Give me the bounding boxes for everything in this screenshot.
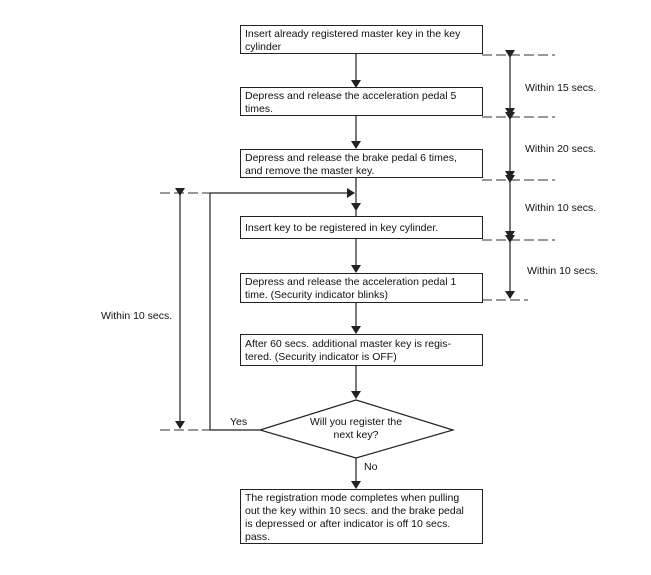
decision-diamond bbox=[257, 399, 456, 459]
interval-label-10s-a: Within 10 secs. bbox=[525, 202, 597, 214]
decision-question: Will you register the next key? bbox=[290, 416, 422, 442]
decision-text: next key? bbox=[333, 429, 379, 441]
step-text: Depress and release the brake pedal 6 ti… bbox=[245, 152, 457, 164]
yes-label: Yes bbox=[230, 416, 248, 428]
interval-label-15s: Within 15 secs. bbox=[525, 82, 597, 94]
final-text: is depressed or after indicator is off 1… bbox=[245, 518, 451, 530]
final-text: pass. bbox=[245, 531, 271, 543]
step-text: Insert key to be registered in key cylin… bbox=[245, 222, 439, 234]
no-label: No bbox=[364, 461, 378, 473]
step-text: Depress and release the acceleration ped… bbox=[245, 276, 457, 288]
step-text: Insert already registered master key in … bbox=[245, 28, 461, 40]
step-text: and remove the master key. bbox=[245, 165, 375, 177]
step-text: time. (Security indicator blinks) bbox=[245, 289, 388, 301]
step-text: times. bbox=[245, 103, 274, 115]
step-brake-6: Depress and release the brake pedal 6 ti… bbox=[240, 149, 483, 178]
step-text: After 60 secs. additional master key is … bbox=[245, 338, 452, 350]
interval-label-20s: Within 20 secs. bbox=[525, 143, 597, 155]
step-acceleration-1: Depress and release the acceleration ped… bbox=[240, 273, 483, 303]
yes-loop-line bbox=[209, 188, 355, 431]
decision-text: Will you register the bbox=[309, 416, 403, 428]
step-insert-new-key: Insert key to be registered in key cylin… bbox=[240, 216, 483, 239]
step-acceleration-5: Depress and release the acceleration ped… bbox=[240, 87, 483, 116]
interval-label-10s-b: Within 10 secs. bbox=[527, 265, 599, 277]
step-registration-complete: The registration mode completes when pul… bbox=[240, 489, 483, 544]
interval-label-loop: Within 10 secs. bbox=[101, 310, 173, 322]
final-text: out the key within 10 secs. and the brak… bbox=[245, 505, 464, 517]
step-key-registered: After 60 secs. additional master key is … bbox=[240, 334, 483, 366]
step-text: Depress and release the acceleration ped… bbox=[245, 90, 457, 102]
step-insert-master-key: Insert already registered master key in … bbox=[240, 25, 483, 54]
step-text: cylinder bbox=[245, 41, 282, 53]
final-text: The registration mode completes when pul… bbox=[245, 492, 460, 504]
step-text: tered. (Security indicator is OFF) bbox=[245, 351, 397, 363]
